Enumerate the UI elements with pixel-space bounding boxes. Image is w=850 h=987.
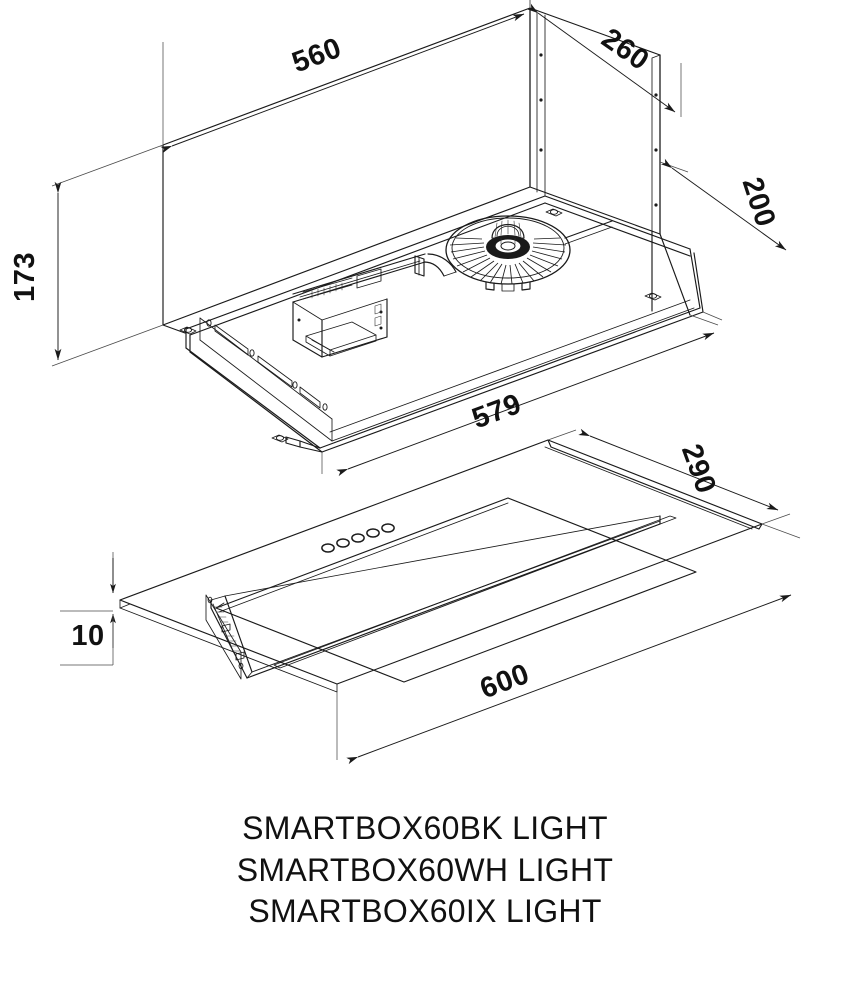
mounting-clip — [271, 434, 289, 443]
mounting-clip — [179, 326, 197, 335]
mounting-clip — [644, 292, 662, 301]
mounting-clip — [545, 208, 563, 217]
dimension-label-10: 10 — [71, 620, 104, 652]
dimension-200: 200 — [659, 158, 787, 326]
dimension-label-200: 200 — [736, 174, 782, 231]
title-block: SMARTBOX60BK LIGHT SMARTBOX60WH LIGHT SM… — [0, 808, 850, 933]
control-button[interactable] — [381, 523, 395, 533]
control-button[interactable] — [321, 543, 335, 553]
left-end-bracket — [205, 594, 245, 680]
glass-front-panel-assembly — [119, 439, 763, 693]
radial-blower-fan — [445, 215, 571, 292]
dimension-173: 173 — [9, 144, 164, 367]
dimension-label-173: 173 — [9, 252, 41, 302]
dimension-label-290: 290 — [675, 440, 722, 498]
dimension-290: 290 — [547, 428, 791, 525]
dimension-label-260: 260 — [596, 22, 655, 77]
mounting-flange-frame — [179, 195, 704, 453]
dimension-label-600: 600 — [476, 658, 534, 705]
model-name-bk: SMARTBOX60BK LIGHT — [242, 810, 608, 846]
dimension-260: 260 — [526, 0, 682, 117]
control-button-cluster[interactable] — [321, 523, 395, 553]
grease-filter-slot — [273, 515, 677, 669]
internal-mechanism — [292, 215, 613, 358]
dimension-10: 10 — [60, 552, 116, 666]
dimension-600: 600 — [336, 523, 801, 765]
control-button[interactable] — [366, 528, 380, 538]
control-button[interactable] — [336, 538, 350, 548]
model-name-wh: SMARTBOX60WH LIGHT — [236, 851, 614, 888]
dimension-label-560: 560 — [288, 32, 346, 79]
control-button[interactable] — [351, 533, 365, 543]
model-name-ix: SMARTBOX60IX LIGHT — [248, 893, 602, 930]
